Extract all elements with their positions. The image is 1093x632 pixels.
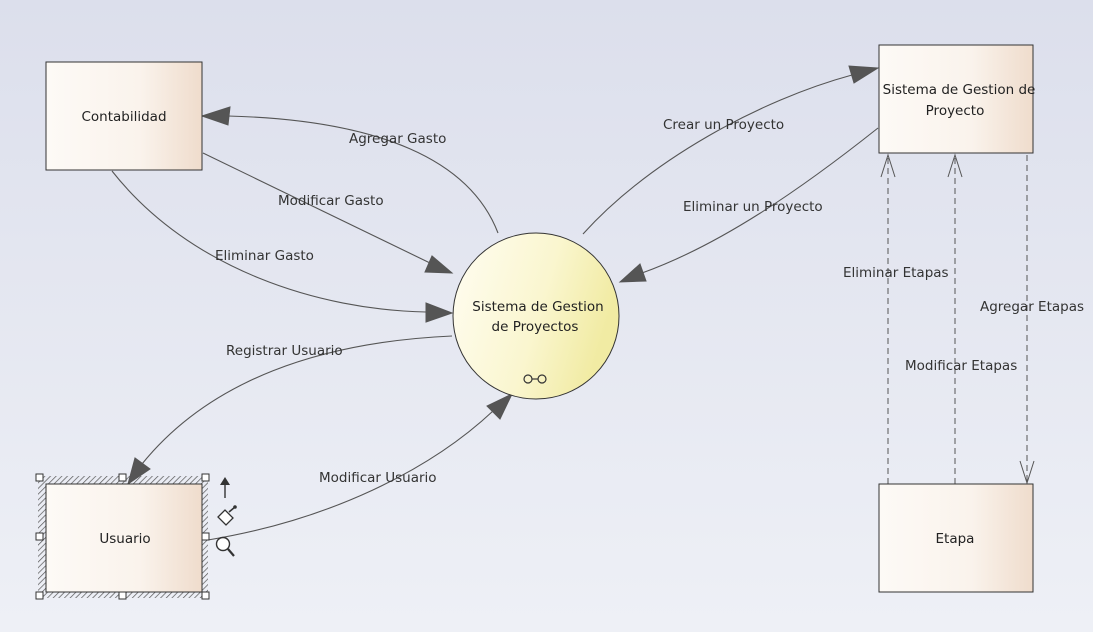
process-label-line1: Sistema de Gestion <box>472 299 604 315</box>
edge-eliminar-proyecto[interactable]: Eliminar un Proyecto <box>618 127 879 283</box>
paint-bucket-icon[interactable] <box>217 505 237 526</box>
entity-sistema-proyecto-label-line1: Sistema de Gestion de <box>883 82 1036 98</box>
entity-sistema-gestion-proyecto[interactable]: Sistema de Gestion de Proyecto <box>878 44 1036 154</box>
edge-label-modificar-etapas: Modificar Etapas <box>905 358 1017 374</box>
quick-link-arrow-icon[interactable] <box>220 477 230 498</box>
edge-modificar-etapas[interactable]: Modificar Etapas <box>905 153 1017 484</box>
entity-etapa-label: Etapa <box>936 531 975 547</box>
edge-label-crear-proyecto: Crear un Proyecto <box>663 117 784 133</box>
edge-eliminar-gasto[interactable]: Eliminar Gasto <box>111 170 454 323</box>
edge-crear-proyecto[interactable]: Crear un Proyecto <box>582 65 880 235</box>
entity-sistema-proyecto-label-line2: Proyecto <box>926 103 985 119</box>
edge-label-modificar-usuario: Modificar Usuario <box>319 470 437 486</box>
selection-handles[interactable] <box>35 473 210 600</box>
edge-label-eliminar-gasto: Eliminar Gasto <box>215 248 314 264</box>
edge-label-agregar-etapas: Agregar Etapas <box>980 299 1084 315</box>
edge-label-agregar-gasto: Agregar Gasto <box>349 131 446 147</box>
edge-agregar-gasto[interactable]: Agregar Gasto <box>200 106 499 234</box>
edge-label-registrar-usuario: Registrar Usuario <box>226 343 343 359</box>
link-icon <box>523 374 547 384</box>
edge-registrar-usuario[interactable]: Registrar Usuario <box>127 335 453 486</box>
magnifier-icon[interactable] <box>215 536 235 557</box>
edge-label-modificar-gasto: Modificar Gasto <box>278 193 384 209</box>
edge-label-eliminar-etapas: Eliminar Etapas <box>843 265 949 281</box>
entity-contabilidad-label: Contabilidad <box>81 109 166 125</box>
process-label-line2: de Proyectos <box>492 319 579 335</box>
entity-etapa[interactable]: Etapa <box>878 483 1034 593</box>
edge-modificar-usuario[interactable]: Modificar Usuario <box>207 392 514 541</box>
edge-eliminar-etapas[interactable]: Eliminar Etapas <box>843 153 949 484</box>
process-sistema-gestion-proyectos[interactable]: Sistema de Gestion de Proyectos <box>452 232 620 400</box>
edge-agregar-etapas[interactable]: Agregar Etapas <box>980 155 1084 485</box>
entity-contabilidad[interactable]: Contabilidad <box>45 61 203 171</box>
entity-usuario[interactable]: Usuario <box>35 473 210 600</box>
edge-label-eliminar-proyecto: Eliminar un Proyecto <box>683 199 823 215</box>
edge-modificar-gasto[interactable]: Modificar Gasto <box>202 152 454 274</box>
entity-usuario-label: Usuario <box>99 531 150 547</box>
